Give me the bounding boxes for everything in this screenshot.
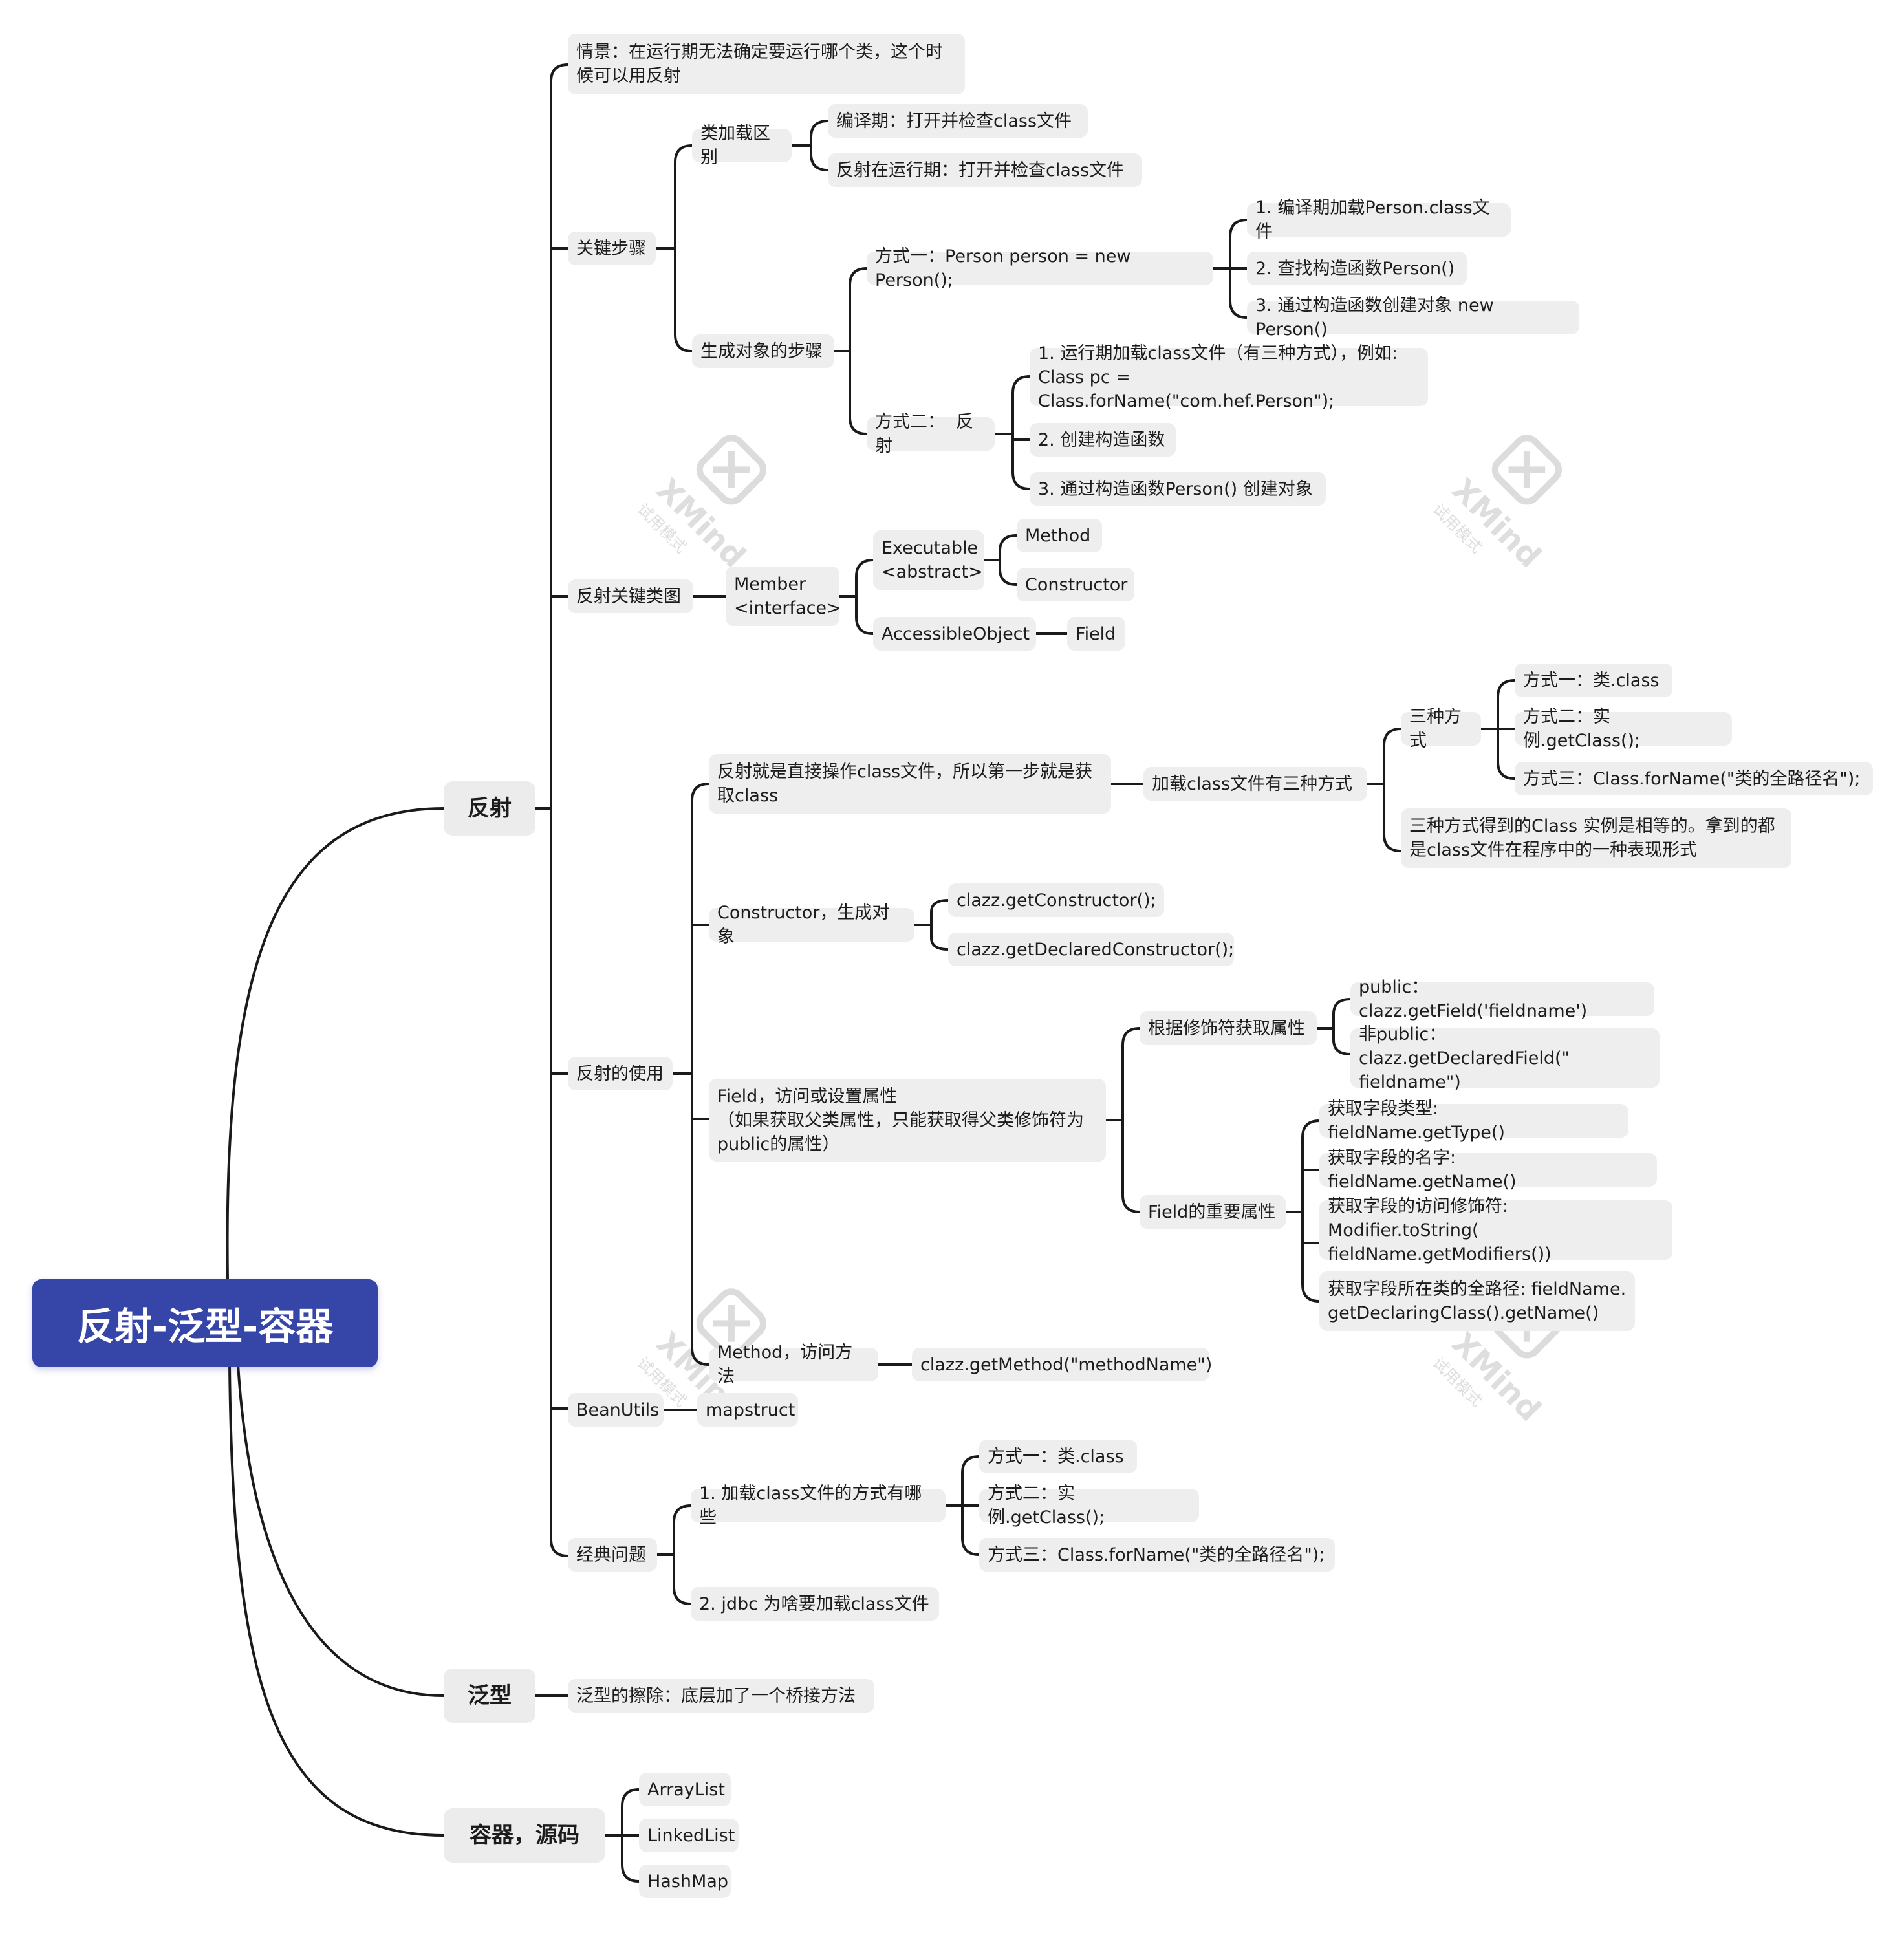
node-container-item[interactable]: ArrayList bbox=[639, 1773, 731, 1806]
node-erasure[interactable]: 泛型的擦除：底层加了一个桥接方法 bbox=[568, 1679, 874, 1713]
node-important-item[interactable]: 获取字段的访问修饰符: Modifier.toString( fieldName… bbox=[1319, 1196, 1672, 1264]
edge-root-reflection bbox=[226, 807, 445, 1282]
node-three-ways[interactable]: 三种方式 bbox=[1401, 707, 1481, 751]
node-way2-step[interactable]: 3. 通过构造函数Person() 创建对象 bbox=[1030, 472, 1326, 506]
node-way-item[interactable]: 方式三：Class.forName("类的全路径名"); bbox=[1515, 762, 1873, 795]
node-way1-step[interactable]: 1. 编译期加载Person.class文件 bbox=[1247, 198, 1511, 242]
node-way2-step[interactable]: 1. 运行期加载class文件（有三种方式），例如: Class pc = Cl… bbox=[1030, 343, 1428, 411]
node-class-loading[interactable]: 类加载区别 bbox=[692, 124, 792, 168]
node-way-item[interactable]: 方式二：实例.getClass(); bbox=[1515, 707, 1732, 751]
node-key-steps[interactable]: 关键步骤 bbox=[568, 232, 656, 265]
bracket bbox=[999, 534, 1018, 586]
node-classic-q1[interactable]: 1. 加载class文件的方式有哪些 bbox=[691, 1484, 946, 1528]
edge bbox=[691, 924, 710, 1120]
node-method-usage[interactable]: Method，访问方法 bbox=[709, 1343, 878, 1387]
bracket bbox=[1383, 728, 1402, 852]
node-equality[interactable]: 三种方式得到的Class 实例是相等的。拿到的都 是class文件在程序中的一种… bbox=[1401, 808, 1791, 868]
node-usage[interactable]: 反射的使用 bbox=[568, 1057, 673, 1090]
node-method-item[interactable]: clazz.getMethod("methodName") bbox=[912, 1348, 1212, 1381]
edge-root-generics bbox=[237, 1363, 445, 1697]
node-object-creation[interactable]: 生成对象的步骤 bbox=[692, 334, 834, 368]
branch-generics[interactable]: 泛型 bbox=[444, 1669, 536, 1723]
bracket bbox=[1121, 1027, 1141, 1213]
edge bbox=[1301, 1169, 1321, 1244]
node-classic[interactable]: 经典问题 bbox=[568, 1538, 657, 1572]
node-get-class[interactable]: 反射就是直接操作class文件，所以第一步就是获 取class bbox=[709, 754, 1111, 814]
node-classic-way[interactable]: 方式二：实例.getClass(); bbox=[979, 1484, 1199, 1528]
bracket bbox=[930, 899, 949, 951]
node-field[interactable]: Field bbox=[1067, 617, 1125, 651]
node-by-modifier[interactable]: 根据修饰符获取属性 bbox=[1140, 1011, 1317, 1045]
bracket bbox=[1012, 375, 1031, 490]
node-important-item[interactable]: 获取字段的名字: fieldName.getName() bbox=[1319, 1148, 1657, 1192]
bracket bbox=[810, 120, 829, 171]
node-way1[interactable]: 方式一：Person person = new Person(); bbox=[867, 246, 1213, 290]
bracket bbox=[674, 144, 693, 352]
branch-reflection[interactable]: 反射 bbox=[444, 781, 536, 836]
node-modifier-item[interactable]: public：clazz.getField('fieldname') bbox=[1350, 977, 1654, 1021]
node-modifier-item[interactable]: 非public：clazz.getDeclaredField(" fieldna… bbox=[1350, 1024, 1660, 1092]
node-method[interactable]: Method bbox=[1017, 519, 1102, 552]
bracket bbox=[1332, 998, 1352, 1055]
node-constructor-item[interactable]: clazz.getDeclaredConstructor(); bbox=[948, 933, 1234, 966]
node-runtime[interactable]: 反射在运行期：打开并检查class文件 bbox=[828, 153, 1142, 187]
branch-containers[interactable]: 容器，源码 bbox=[444, 1808, 605, 1863]
bracket bbox=[691, 783, 710, 1366]
node-way2[interactable]: 方式二： 反射 bbox=[867, 412, 995, 456]
node-constructor-usage[interactable]: Constructor，生成对象 bbox=[709, 903, 914, 947]
node-field-usage[interactable]: Field，访问或设置属性 （如果获取父类属性，只能获取得父类修饰符为 publ… bbox=[709, 1079, 1106, 1162]
node-constructor[interactable]: Constructor bbox=[1017, 568, 1134, 601]
root-topic[interactable]: 反射-泛型-容器 bbox=[32, 1279, 378, 1367]
node-way1-step[interactable]: 3. 通过构造函数创建对象 new Person() bbox=[1247, 296, 1579, 340]
node-class-diagram[interactable]: 反射关键类图 bbox=[568, 579, 693, 613]
edge bbox=[550, 247, 569, 1410]
bracket bbox=[1301, 1119, 1321, 1303]
node-classic-way[interactable]: 方式三：Class.forName("类的全路径名"); bbox=[979, 1538, 1335, 1572]
node-accessible-object[interactable]: AccessibleObject bbox=[873, 617, 1036, 651]
node-classic-q2[interactable]: 2. jdbc 为啥要加载class文件 bbox=[691, 1587, 939, 1621]
node-way1-step[interactable]: 2. 查找构造函数Person() bbox=[1247, 252, 1467, 285]
node-important-item[interactable]: 获取字段所在类的全路径: fieldName. getDeclaringClas… bbox=[1319, 1271, 1635, 1331]
node-classic-way[interactable]: 方式一：类.class bbox=[979, 1440, 1137, 1473]
node-important[interactable]: Field的重要属性 bbox=[1140, 1195, 1286, 1229]
bracket-reflection bbox=[550, 63, 569, 1557]
node-important-item[interactable]: 获取字段类型: fieldName.getType() bbox=[1319, 1099, 1628, 1143]
node-member[interactable]: Member <interface> bbox=[726, 567, 841, 626]
node-way-item[interactable]: 方式一：类.class bbox=[1515, 664, 1672, 697]
node-three-ways-load[interactable]: 加载class文件有三种方式 bbox=[1143, 767, 1367, 801]
node-scenario[interactable]: 情景：在运行期无法确定要运行哪个类，这个时 候可以用反射 bbox=[568, 34, 965, 94]
node-executable[interactable]: Executable <abstract> bbox=[873, 530, 984, 590]
bracket bbox=[855, 559, 874, 635]
bracket bbox=[673, 1504, 692, 1605]
bracket bbox=[849, 267, 868, 435]
node-compile-time[interactable]: 编译期：打开并检查class文件 bbox=[828, 104, 1088, 138]
node-beanutils[interactable]: BeanUtils bbox=[568, 1393, 664, 1427]
node-constructor-item[interactable]: clazz.getConstructor(); bbox=[948, 883, 1164, 917]
node-container-item[interactable]: HashMap bbox=[639, 1865, 731, 1898]
edge-root-containers bbox=[228, 1363, 445, 1837]
node-container-item[interactable]: LinkedList bbox=[639, 1819, 739, 1852]
node-way2-step[interactable]: 2. 创建构造函数 bbox=[1030, 423, 1176, 457]
node-mapstruct[interactable]: mapstruct bbox=[697, 1393, 798, 1427]
